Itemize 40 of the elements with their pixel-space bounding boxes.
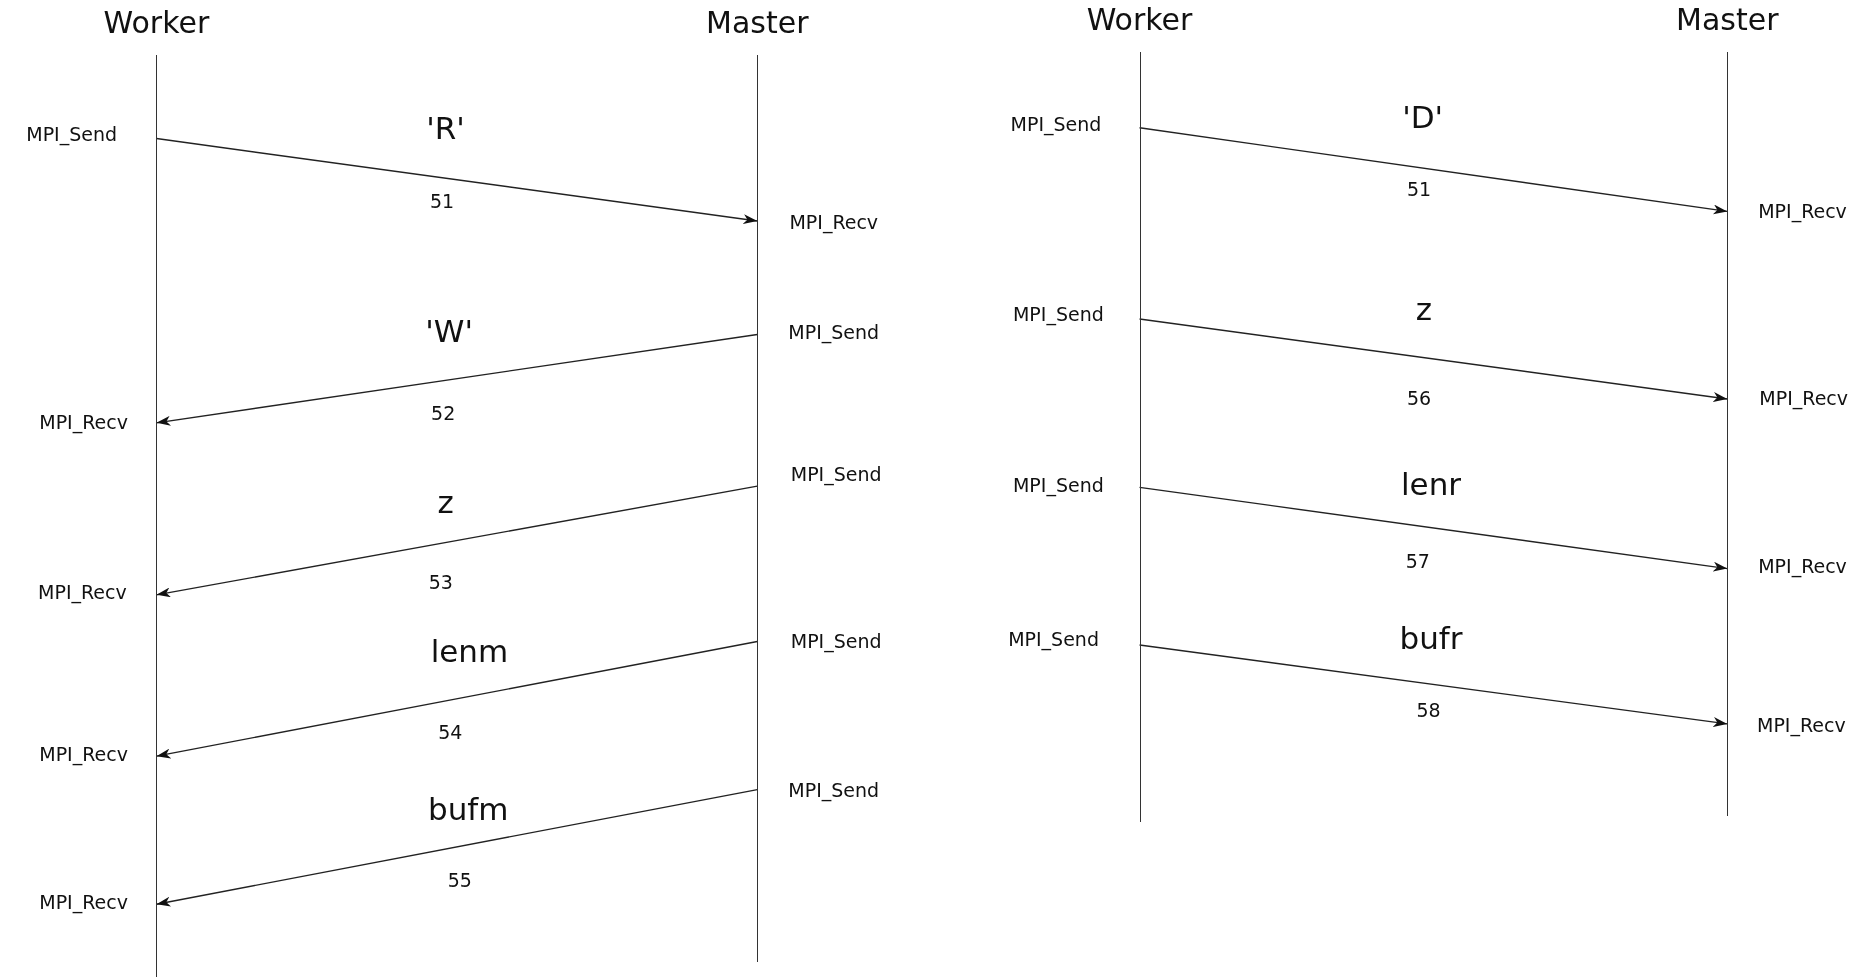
message-number: 56 — [1407, 386, 1432, 409]
message-number: 51 — [429, 189, 455, 212]
call-label: MPI_Send — [1010, 113, 1102, 136]
call-label: MPI_Send — [790, 463, 882, 486]
message-arrow — [1138, 644, 1728, 727]
message-arrow — [155, 485, 759, 598]
call-label: MPI_Recv — [1757, 714, 1846, 737]
call-label: MPI_Recv — [39, 410, 128, 433]
lifeline-heading: Worker — [1085, 2, 1194, 39]
call-label: MPI_Send — [788, 321, 880, 344]
call-label: MPI_Send — [790, 630, 882, 653]
lifeline-heading: Master — [705, 4, 810, 41]
message-arrow — [155, 137, 759, 225]
lifeline-heading: Worker — [102, 4, 211, 41]
call-label: MPI_Recv — [39, 742, 128, 765]
call-label: MPI_Recv — [789, 211, 879, 234]
message-arrow — [1138, 486, 1728, 572]
call-label: MPI_Send — [788, 778, 880, 801]
call-label: MPI_Recv — [1758, 200, 1847, 223]
message-arrow — [1138, 127, 1728, 215]
call-label: MPI_Send — [1012, 473, 1104, 496]
message-arrow — [155, 640, 759, 759]
message-arrow — [1138, 318, 1728, 403]
message-number: 54 — [438, 721, 463, 744]
message-number: 57 — [1405, 550, 1430, 573]
message-arrow — [155, 333, 759, 426]
message-number: 52 — [431, 402, 456, 425]
message-number: 58 — [1416, 698, 1441, 721]
call-label: MPI_Recv — [38, 581, 127, 604]
call-label: MPI_Recv — [1759, 386, 1849, 409]
message-number: 53 — [428, 570, 453, 593]
lifeline-heading: Master — [1675, 2, 1780, 39]
message-arrow — [155, 788, 759, 907]
message-number: 55 — [447, 869, 472, 892]
call-label: MPI_Send — [1008, 628, 1099, 651]
call-label: MPI_Recv — [39, 890, 128, 913]
call-label: MPI_Recv — [1758, 555, 1847, 578]
message-number: 51 — [1407, 177, 1432, 200]
call-label: MPI_Send — [26, 122, 118, 145]
call-label: MPI_Send — [1012, 303, 1104, 326]
